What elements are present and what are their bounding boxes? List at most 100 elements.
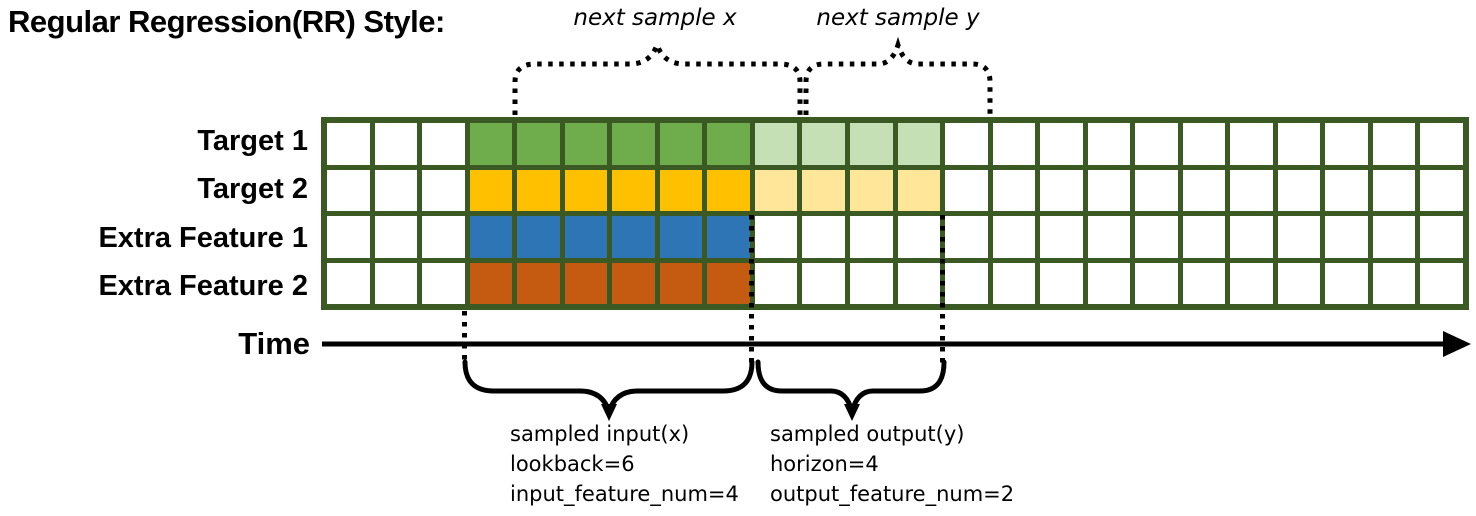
grid-cell [707, 216, 750, 258]
grid-cell [422, 262, 465, 304]
grid-cell [945, 216, 988, 258]
grid-cell [1135, 123, 1178, 165]
grid-cell [1135, 216, 1178, 258]
grid-cell [1230, 216, 1273, 258]
grid-cell [1182, 169, 1226, 211]
grid-cell [422, 123, 465, 165]
grid-cell [1325, 262, 1368, 304]
row-label: Target 2 [197, 173, 308, 206]
grid-cell [1277, 123, 1321, 165]
grid-cell [517, 216, 560, 258]
lookback-value: lookback=6 [510, 452, 635, 476]
grid-cell [517, 169, 560, 211]
grid-cell [707, 123, 750, 165]
grid-cell [1372, 123, 1416, 165]
sampled-output-brace [755, 359, 947, 413]
sampled-input-brace [462, 359, 755, 422]
time-axis-label: Time [238, 326, 310, 361]
grid-cell [469, 169, 513, 211]
sampled-output-title: sampled output(y) [770, 422, 965, 446]
grid-cell [754, 262, 798, 304]
grid-cell [802, 262, 845, 304]
grid-cell [1325, 216, 1368, 258]
grid-cell [802, 123, 845, 165]
grid-cell [1040, 169, 1083, 211]
grid-cell [992, 123, 1036, 165]
sample-grid [321, 117, 1469, 310]
grid-cell [327, 123, 370, 165]
grid-cell [1182, 216, 1226, 258]
grid-cell [1087, 123, 1131, 165]
grid-cell [564, 262, 608, 304]
grid-cell [1040, 262, 1083, 304]
grid-cell [1325, 169, 1368, 211]
grid-cell [754, 123, 798, 165]
grid-cell [1040, 216, 1083, 258]
output-feature-num-value: output_feature_num=2 [770, 482, 1015, 506]
grid-cell [517, 262, 560, 304]
diagram-title: Regular Regression(RR) Style: [8, 4, 445, 39]
grid-cell [1087, 216, 1131, 258]
grid-cell [327, 262, 370, 304]
grid-cell [1182, 123, 1226, 165]
grid-cell [1420, 262, 1463, 304]
grid-cell [754, 169, 798, 211]
grid-cell [1087, 169, 1131, 211]
grid-cell [564, 123, 608, 165]
grid-cell [802, 216, 845, 258]
input-feature-num-value: input_feature_num=4 [510, 482, 739, 506]
grid-cell [1230, 262, 1273, 304]
grid-cell [1372, 216, 1416, 258]
grid-cell [897, 216, 941, 258]
grid-cell [469, 123, 513, 165]
row-label: Target 1 [197, 125, 308, 157]
grid-cell [659, 216, 703, 258]
next-sample-x-label: next sample x [573, 5, 737, 31]
next-sample-x-brace [512, 37, 803, 115]
grid-cell [659, 169, 703, 211]
grid-cell [327, 169, 370, 211]
grid-cell [1372, 262, 1416, 304]
sampled-input-title: sampled input(x) [510, 422, 690, 446]
grid-cell [1230, 123, 1273, 165]
grid-cell [327, 216, 370, 258]
time-axis-arrowhead-icon [1443, 331, 1471, 357]
sampled-input-caption: sampled input(x) lookback=6 input_featur… [510, 419, 739, 509]
next-sample-y-label: next sample y [816, 5, 980, 31]
grid-cell [1420, 216, 1463, 258]
grid-cell [1277, 216, 1321, 258]
grid-cell [374, 262, 418, 304]
grid-cell [1325, 123, 1368, 165]
grid-cell [374, 216, 418, 258]
grid-cell [1135, 262, 1178, 304]
grid-cell [945, 262, 988, 304]
grid-cell [422, 216, 465, 258]
grid-cell [564, 169, 608, 211]
grid-cell [1040, 123, 1083, 165]
row-label: Extra Feature 1 [98, 221, 308, 254]
grid-cell [849, 216, 893, 258]
grid-cell [1372, 169, 1416, 211]
grid-cell [1230, 169, 1273, 211]
grid-cell [849, 169, 893, 211]
grid-cell [754, 216, 798, 258]
grid-cell [469, 216, 513, 258]
grid-cell [1087, 262, 1131, 304]
grid-cell [945, 123, 988, 165]
grid-cell [612, 169, 655, 211]
grid-cell [707, 169, 750, 211]
grid-cell [849, 262, 893, 304]
grid-cell [659, 262, 703, 304]
grid-cell [897, 169, 941, 211]
grid-cell [1182, 262, 1226, 304]
grid-cell [897, 262, 941, 304]
next-sample-y-brace [803, 36, 993, 115]
grid-cell [469, 262, 513, 304]
grid-cell [1277, 169, 1321, 211]
row-label: Extra Feature 2 [98, 269, 308, 302]
sampled-output-caption: sampled output(y) horizon=4 output_featu… [770, 419, 1014, 509]
grid-cell [612, 262, 655, 304]
grid-cell [612, 216, 655, 258]
grid-cell [1277, 262, 1321, 304]
